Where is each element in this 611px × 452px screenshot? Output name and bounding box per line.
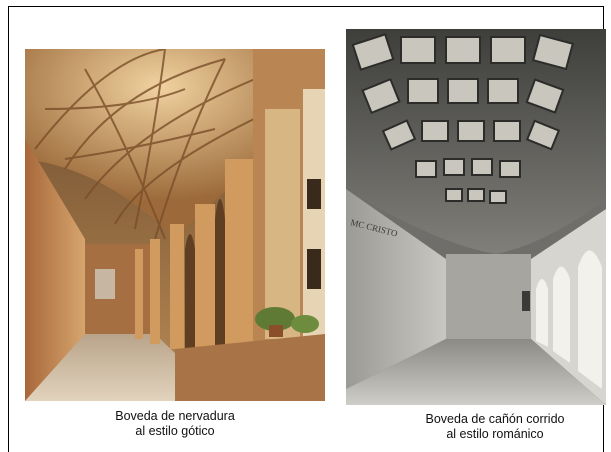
romanesque-caption-line1: Boveda de cañón corrido (425, 412, 565, 426)
romanesque-caption-line2: al estilo románico (446, 427, 544, 441)
gothic-caption: Boveda de nervadura al estilo gótico (95, 409, 255, 439)
romanesque-vault-photo: MC CRISTO (346, 29, 606, 405)
gothic-caption-line2: al estilo gótico (135, 424, 215, 438)
gothic-vault-photo (25, 49, 325, 401)
romanesque-caption: Boveda de cañón corrido al estilo románi… (390, 412, 600, 442)
gothic-caption-line1: Boveda de nervadura (115, 409, 235, 423)
